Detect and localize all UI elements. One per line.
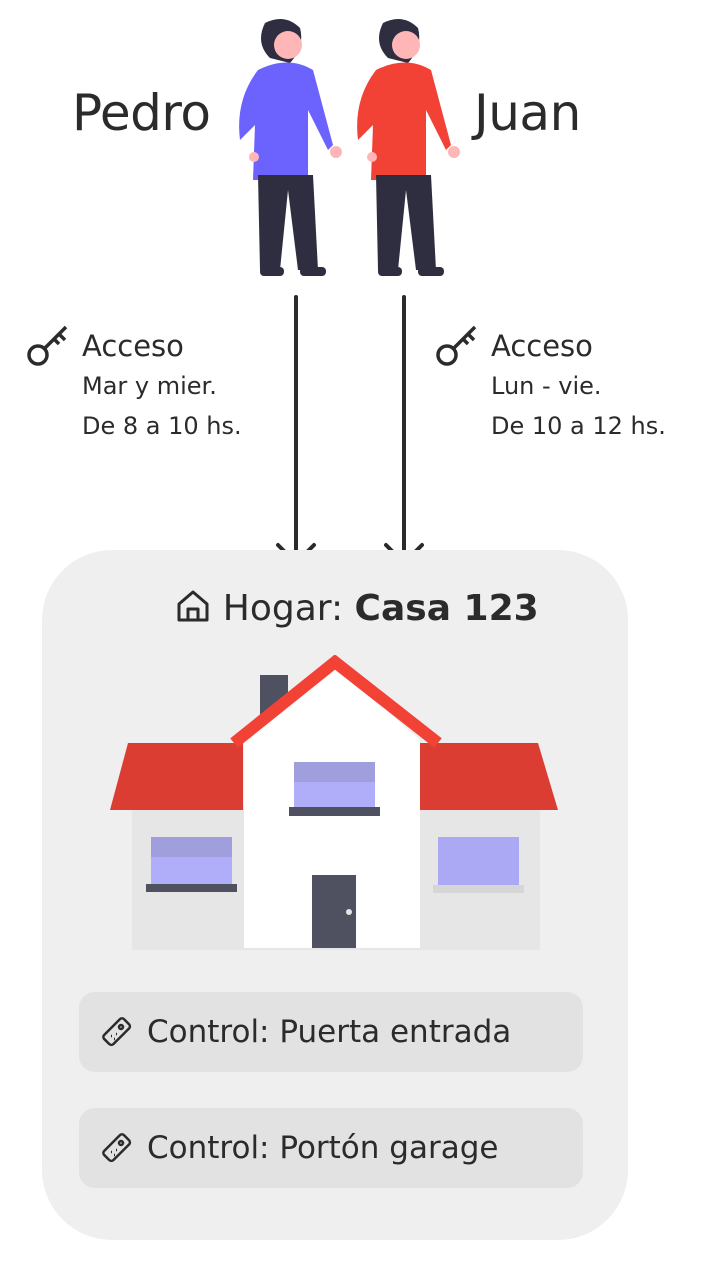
home-title: Hogar: Casa 123 [0,588,714,629]
access-arrows [276,295,424,566]
person-juan [357,19,460,276]
access-days: Mar y mier. [82,372,217,400]
control-label: Control: Portón garage [147,1130,499,1166]
user-name-juan: Juan [474,84,581,142]
access-label: Acceso [82,329,184,363]
access-hours: De 10 a 12 hs. [491,412,666,440]
remote-control-icon [102,1133,132,1163]
access-hours: De 8 a 10 hs. [82,412,242,440]
user-name-pedro: Pedro [72,84,211,142]
remote-control-icon [102,1017,132,1047]
home-icon [177,590,209,622]
arrow-juan [384,295,424,566]
house-illustration [110,655,558,950]
person-pedro [239,19,342,276]
key-icon [436,325,477,366]
access-days: Lun - vie. [491,372,602,400]
access-label: Acceso [491,329,593,363]
access-info-juan: Acceso Lun - vie. De 10 a 12 hs. [491,326,666,446]
home-name: Casa 123 [354,588,539,629]
control-porton-garage[interactable]: Control: Portón garage [79,1108,583,1188]
control-label: Control: Puerta entrada [147,1014,512,1050]
arrow-pedro [276,295,316,566]
home-label: Hogar: [222,588,344,629]
key-icon [27,325,68,366]
access-info-pedro: Acceso Mar y mier. De 8 a 10 hs. [82,326,242,446]
control-puerta-entrada[interactable]: Control: Puerta entrada [79,992,583,1072]
people-illustration [239,19,460,276]
